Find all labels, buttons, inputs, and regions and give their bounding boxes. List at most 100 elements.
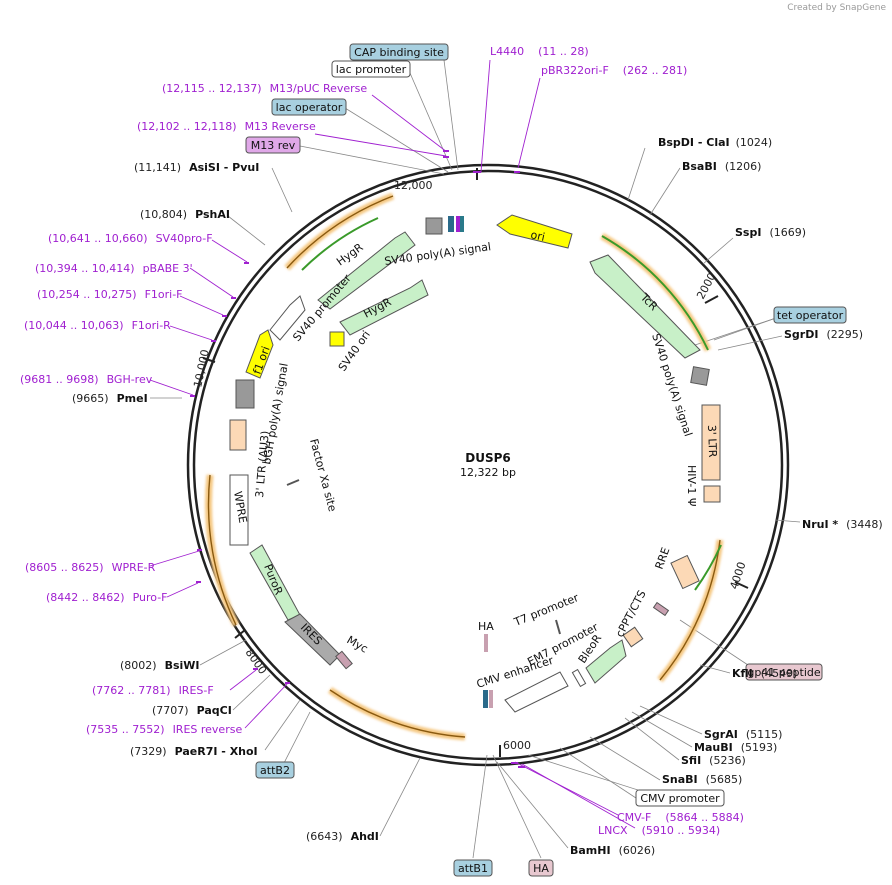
svg-text:KflI(4549): KflI(4549)	[732, 667, 797, 680]
enzyme-bamhi[interactable]: BamHI(6026)	[570, 844, 655, 857]
m13-feature	[456, 216, 460, 232]
em7-box	[571, 668, 587, 688]
feature-label-myc: Myc	[345, 633, 371, 655]
tcr-feature	[589, 254, 701, 359]
svg-text:(9681 .. 9698)BGH-rev: (9681 .. 9698)BGH-rev	[20, 373, 153, 386]
svg-text:HA: HA	[533, 862, 549, 875]
svg-text:(7707)PaqCI: (7707)PaqCI	[152, 704, 232, 717]
snapgene-credit: Created by SnapGene	[787, 3, 886, 13]
ori-feature	[496, 214, 573, 249]
enzyme-paer7i[interactable]: (7329)PaeR7I - XhoI	[130, 745, 258, 758]
boxed-label-m13-rev[interactable]: M13 rev	[245, 136, 301, 154]
ltr3a-box	[229, 419, 247, 451]
bgh-polya-box	[235, 379, 255, 409]
primer-iresrev[interactable]: (7535 .. 7552)IRES reverse	[86, 723, 242, 736]
svg-text:CMV-F(5864 .. 5884): CMV-F(5864 .. 5884)	[617, 811, 744, 824]
enzyme-paqci[interactable]: (7707)PaqCI	[152, 704, 232, 717]
enzyme-bsiwi[interactable]: (8002)BsiWI	[120, 659, 200, 672]
enzyme-nrui[interactable]: NruI *(3448)	[802, 518, 883, 531]
primer-pbabe[interactable]: (10,394 .. 10,414)pBABE 3'	[35, 262, 193, 275]
enzyme-kfli[interactable]: KflI(4549)	[732, 667, 797, 680]
tick-12000: 12,000	[394, 179, 433, 192]
svg-text:(7762 .. 7781)IRES-F: (7762 .. 7781)IRES-F	[92, 684, 214, 697]
enzyme-asisi[interactable]: (11,141)AsiSI - PvuI	[134, 161, 259, 174]
svg-text:lac promoter: lac promoter	[336, 63, 407, 76]
boxed-label-attb1[interactable]: attB1	[453, 859, 493, 877]
lac-feature	[448, 216, 454, 232]
primer-l4440[interactable]: L4440(11 .. 28)	[490, 45, 589, 58]
feature-label-ori: ori	[529, 228, 546, 244]
svg-text:(12,115 .. 12,137)M13/pUC Reve: (12,115 .. 12,137)M13/pUC Reverse	[162, 82, 367, 95]
feature-label-hiv: HIV-1 Ψ	[685, 465, 698, 507]
feature-label-hygr1: HygR	[334, 240, 366, 268]
marker-arcs	[205, 192, 724, 741]
enzyme-pshai[interactable]: (10,804)PshAI	[140, 208, 230, 221]
svg-text:CAP binding site: CAP binding site	[354, 46, 444, 59]
primer-lncx[interactable]: LNCX(5910 .. 5934)	[598, 824, 720, 837]
feature-label-t7: T7 promoter	[511, 591, 581, 629]
tick-marks	[202, 168, 749, 757]
svg-text:attB2: attB2	[260, 764, 290, 777]
svg-text:gp41 peptide: gp41 peptide	[747, 666, 821, 679]
myc-box	[335, 650, 353, 670]
boxed-label-attb2[interactable]: attB2	[255, 761, 295, 779]
svg-text:(8605 .. 8625)WPRE-R: (8605 .. 8625)WPRE-R	[25, 561, 156, 574]
enzyme-bspdi[interactable]: BspDI - ClaI(1024)	[658, 136, 772, 149]
primer-wprer[interactable]: (8605 .. 8625)WPRE-R	[25, 561, 156, 574]
ha-feature	[489, 690, 493, 708]
tick-6000: 6000	[503, 739, 531, 752]
wpre-box	[229, 474, 249, 546]
svg-text:M13 rev: M13 rev	[251, 139, 296, 152]
enzyme-ahdi[interactable]: (6643)AhdI	[306, 830, 379, 843]
enzyme-snabi[interactable]: SnaBI(5685)	[662, 773, 742, 786]
boxed-label-cmv-promoter[interactable]: CMV promoter	[635, 789, 725, 807]
boxed-label-ha[interactable]: HA	[528, 859, 554, 877]
svg-text:lac operator: lac operator	[276, 101, 343, 114]
ha-inner-feature	[484, 634, 488, 652]
rre-box	[670, 554, 700, 590]
primer-bghrev[interactable]: (9681 .. 9698)BGH-rev	[20, 373, 153, 386]
svg-text:(9665)PmeI: (9665)PmeI	[72, 392, 148, 405]
primer-cmvf[interactable]: CMV-F(5864 .. 5884)	[617, 811, 744, 824]
enzyme-bsabi[interactable]: BsaBI(1206)	[682, 160, 761, 173]
enzyme-maubi[interactable]: MauBI(5193)	[694, 741, 777, 754]
svg-text:(8002)BsiWI: (8002)BsiWI	[120, 659, 200, 672]
enzyme-sspi[interactable]: SspI(1669)	[735, 226, 806, 239]
sv40-ori-box	[329, 331, 345, 347]
plasmid-size: 12,322 bp	[460, 466, 516, 479]
primer-iresf[interactable]: (7762 .. 7781)IRES-F	[92, 684, 214, 697]
primer-f1orif[interactable]: (10,254 .. 10,275)F1ori-F	[37, 288, 183, 301]
enzyme-sgrdi[interactable]: SgrDI(2295)	[784, 328, 863, 341]
primer-sv40pro[interactable]: (10,641 .. 10,660)SV40pro-F	[48, 232, 213, 245]
primer-m13puc[interactable]: (12,115 .. 12,137)M13/pUC Reverse	[162, 82, 367, 95]
tick-8000: 8000	[243, 646, 270, 676]
sv40-promoter-feature	[269, 295, 306, 341]
boxed-label-lac-operator[interactable]: lac operator	[271, 98, 347, 116]
primer-pbr322[interactable]: pBR322ori-F(262 .. 281)	[541, 64, 687, 77]
svg-text:MauBI(5193): MauBI(5193)	[694, 741, 777, 754]
feature-label-f1-ori: f1 ori	[251, 345, 273, 376]
hygr1-feature	[317, 231, 416, 310]
tick-10000: 10,000	[191, 348, 212, 388]
enzyme-pmei[interactable]: (9665)PmeI	[72, 392, 148, 405]
hiv-box	[703, 485, 721, 503]
svg-text:BspDI - ClaI(1024): BspDI - ClaI(1024)	[658, 136, 772, 149]
svg-text:SgrAI(5115): SgrAI(5115)	[704, 728, 782, 741]
primer-m13r[interactable]: (12,102 .. 12,118)M13 Reverse	[137, 120, 316, 133]
svg-text:LNCX(5910 .. 5934): LNCX(5910 .. 5934)	[598, 824, 720, 837]
boxed-label-tet-operator[interactable]: tet operator	[773, 306, 847, 324]
svg-text:SnaBI(5685): SnaBI(5685)	[662, 773, 742, 786]
enzyme-sgrai[interactable]: SgrAI(5115)	[704, 728, 782, 741]
feature-label-ha-inner: HA	[478, 620, 494, 633]
primer-f1orir[interactable]: (10,044 .. 10,063)F1ori-R	[24, 319, 171, 332]
boxed-label-lac-promoter[interactable]: lac promoter	[331, 60, 411, 78]
primer-purof[interactable]: (8442 .. 8462)Puro-F	[46, 591, 168, 604]
feature-label-wpre: WPRE	[231, 490, 249, 524]
svg-text:(10,394 .. 10,414)pBABE 3': (10,394 .. 10,414)pBABE 3'	[35, 262, 193, 275]
svg-text:(8442 .. 8462)Puro-F: (8442 .. 8462)Puro-F	[46, 591, 168, 604]
enzyme-sfii[interactable]: SfiI(5236)	[681, 754, 746, 767]
boxed-label-cap[interactable]: CAP binding site	[349, 43, 449, 61]
boxed-label-gp41[interactable]: gp41 peptide	[745, 663, 823, 681]
svg-text:(12,102 .. 12,118)M13 Reverse: (12,102 .. 12,118)M13 Reverse	[137, 120, 316, 133]
